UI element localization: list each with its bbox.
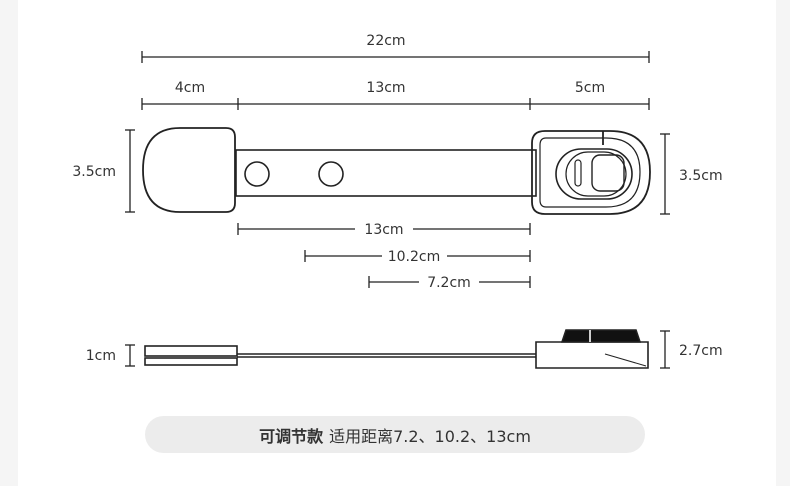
total-length-label: 22cm — [366, 33, 405, 49]
strap-top-view — [235, 149, 537, 197]
lock-housing — [531, 130, 651, 215]
strap-13-label: 13cm — [364, 222, 403, 238]
middle-segment-label: 13cm — [366, 80, 405, 96]
diagram-canvas — [18, 0, 776, 486]
left-pad — [142, 127, 236, 213]
caption-pill: 可调节款 适用距离7.2、10.2、13cm — [145, 416, 645, 453]
left-height-label: 3.5cm — [72, 164, 116, 180]
caption-text: 适用距离7.2、10.2、13cm — [329, 426, 531, 446]
strap-7-2-label: 7.2cm — [427, 275, 471, 291]
left-segment-label: 4cm — [175, 80, 205, 96]
side-right-height-label: 2.7cm — [679, 343, 723, 359]
strap-10-2-label: 10.2cm — [388, 249, 441, 265]
side-left-height-label: 1cm — [86, 348, 116, 364]
right-segment-label: 5cm — [575, 80, 605, 96]
right-height-label: 3.5cm — [679, 168, 723, 184]
side-view — [144, 329, 649, 369]
caption-bold: 可调节款 — [259, 426, 324, 446]
